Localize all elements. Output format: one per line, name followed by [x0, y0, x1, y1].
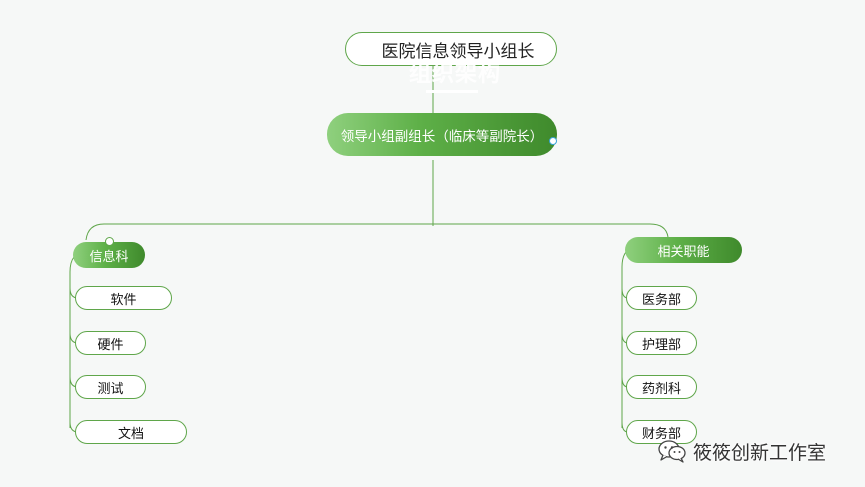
leaf-label: 财务部 — [641, 426, 681, 442]
leaf-label: 测试 — [97, 381, 124, 397]
branch-label: 相关职能 — [657, 244, 710, 260]
root-label: 医院信息领导小组长 — [381, 41, 535, 62]
leaf-node[interactable]: 医务部 — [626, 286, 697, 310]
collapse-handle-icon[interactable] — [549, 137, 557, 145]
branch-label: 信息科 — [89, 249, 129, 265]
branch-handle-icon[interactable] — [105, 237, 114, 246]
source-watermark: 筱筱创新工作室 — [657, 436, 826, 466]
branch-node-info-dept[interactable]: 信息科 — [73, 242, 145, 268]
leaf-label: 药剂科 — [641, 381, 681, 397]
link-left-spine — [69, 256, 75, 428]
leaf-label: 护理部 — [641, 337, 681, 353]
leaf-label: 文档 — [117, 426, 144, 442]
leaf-label: 软件 — [110, 292, 137, 308]
title-watermark: 组织架构 — [408, 62, 501, 87]
leaf-node[interactable]: 护理部 — [626, 331, 697, 355]
leaf-label: 医务部 — [641, 292, 681, 308]
wechat-icon — [658, 440, 686, 463]
root-node[interactable]: 医院信息领导小组长 — [345, 32, 557, 66]
source-label: 筱筱创新工作室 — [693, 441, 827, 464]
leaf-node[interactable]: 文档 — [75, 420, 187, 444]
link-bus-right — [433, 223, 669, 238]
leaf-node[interactable]: 财务部 — [626, 420, 697, 444]
leaf-node[interactable]: 软件 — [75, 286, 172, 310]
vice-leader-node[interactable]: 领导小组副组长（临床等副院长） — [327, 113, 557, 156]
branch-node-related-functions[interactable]: 相关职能 — [625, 237, 742, 263]
leaf-node[interactable]: 测试 — [75, 375, 146, 399]
leaf-node[interactable]: 药剂科 — [626, 375, 697, 399]
leaf-node[interactable]: 硬件 — [75, 331, 146, 355]
link-bus-left — [85, 223, 433, 241]
leaf-label: 硬件 — [97, 337, 124, 353]
title-underline — [426, 90, 478, 93]
vice-leader-label: 领导小组副组长（临床等副院长） — [340, 128, 544, 145]
